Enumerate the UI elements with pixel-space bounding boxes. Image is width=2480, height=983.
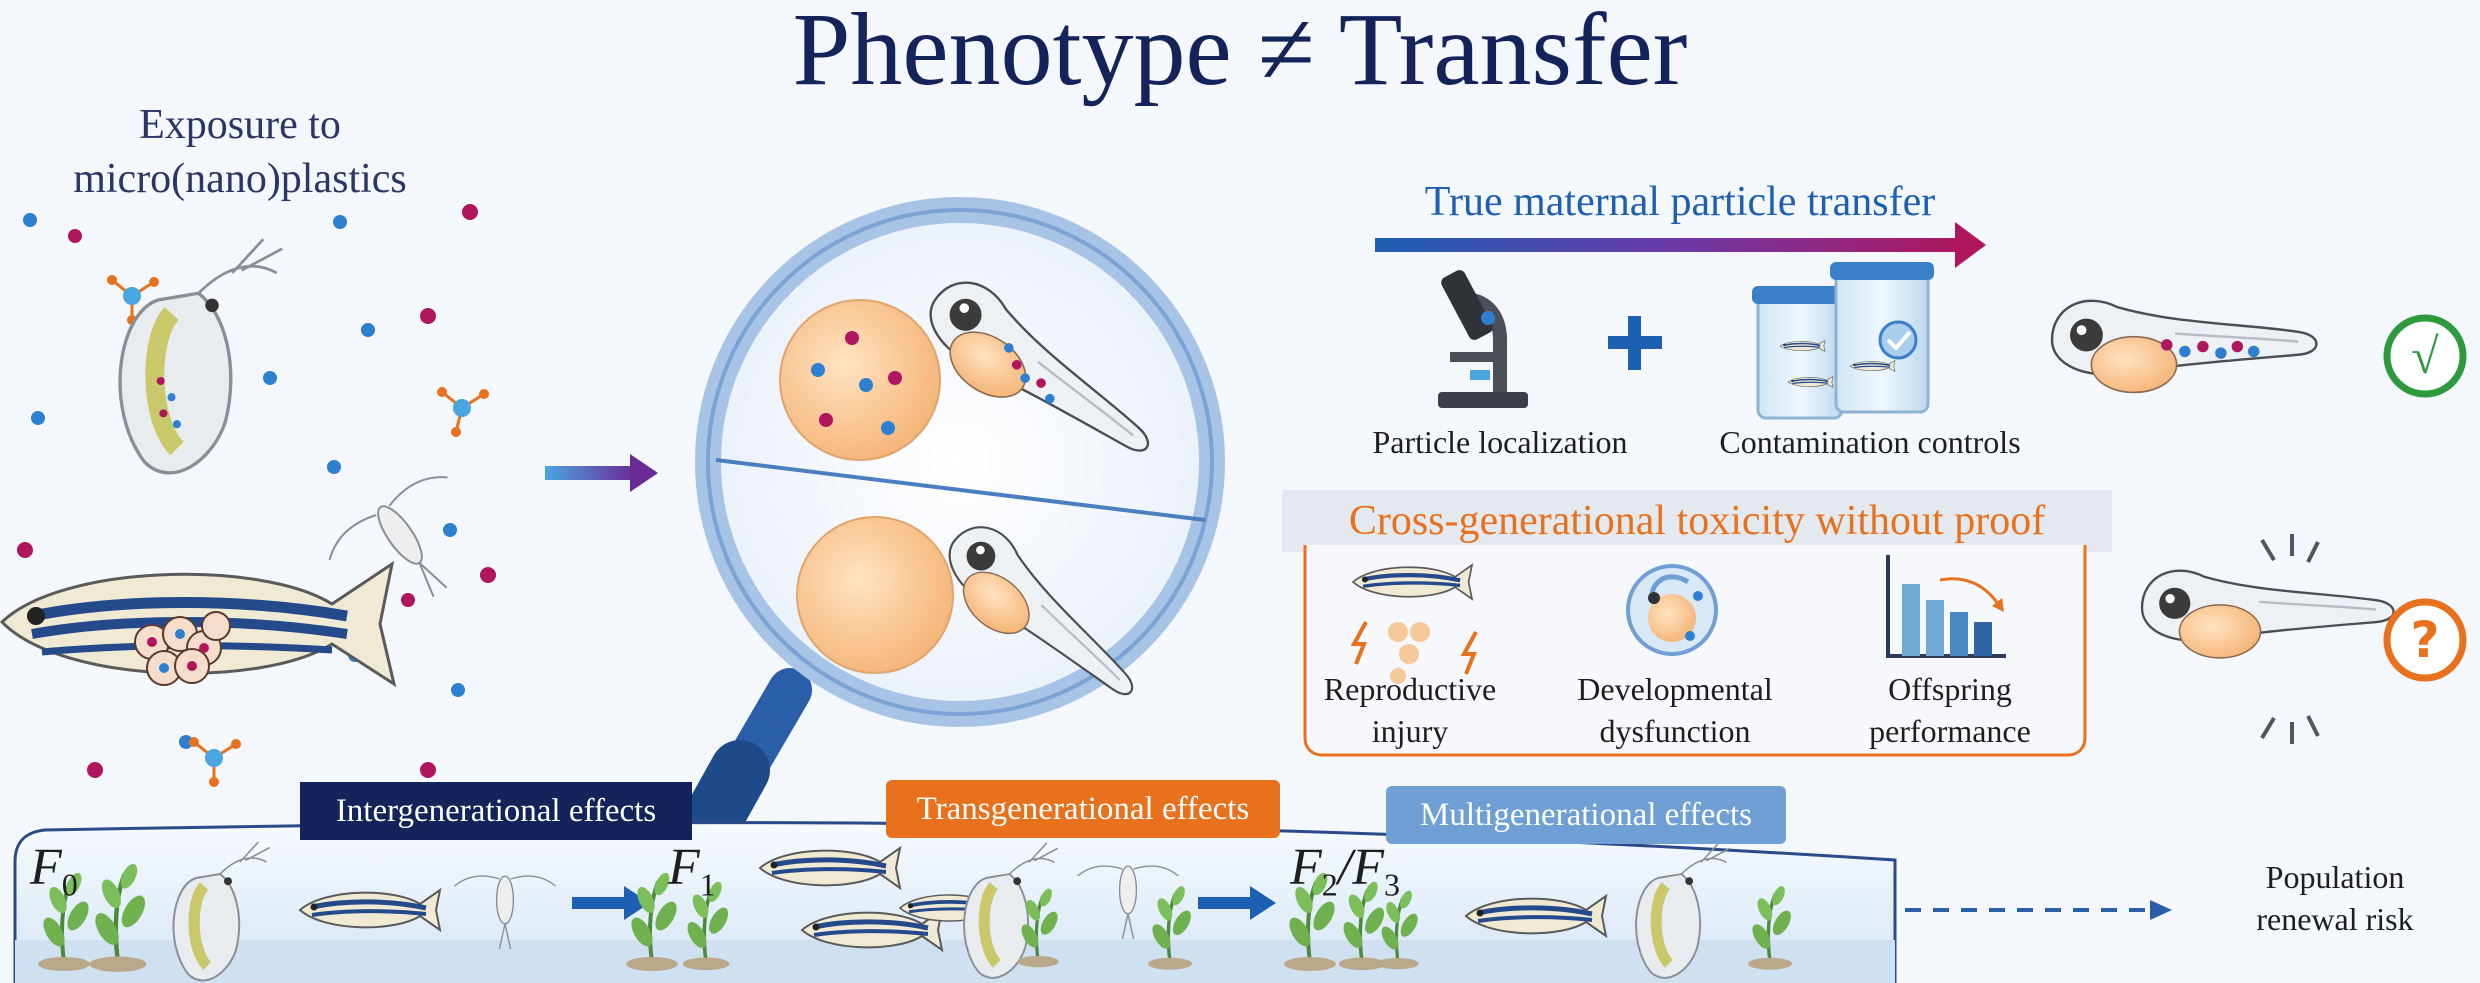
population-renewal-label: Population renewal risk (2210, 856, 2460, 940)
microscope-icon (1438, 270, 1528, 408)
larva-with-particles-icon (905, 267, 1172, 488)
f0-subscript: 0 (61, 866, 78, 903)
developmental-dysfunction-line2: dysfunction (1599, 713, 1751, 749)
offspring-performance-line2: performance (1869, 713, 2031, 749)
generation-f2f3-label: F2/F3 (1290, 838, 1400, 903)
offspring-performance-line1: Offspring (1888, 671, 2012, 707)
particle-localization-label: Particle localization (1372, 424, 1628, 460)
molecule-cluster-icon (107, 275, 489, 787)
offspring-performance-chart-icon (1886, 555, 2006, 658)
developmental-dysfunction-icon (1626, 564, 1718, 656)
daphnia-icon (120, 239, 282, 473)
reproductive-injury-icon (1350, 565, 1478, 684)
question-glyph: ? (2410, 611, 2440, 669)
f0-letter: F (30, 839, 62, 896)
particles-scattered (17, 204, 496, 778)
f3-subscript: 3 (1383, 866, 1400, 903)
plus-icon (1608, 316, 1662, 370)
population-dashed-arrow (1905, 900, 2172, 920)
generation-arrow-2 (1198, 886, 1276, 920)
larva-transfer-result-icon (2050, 299, 2318, 394)
generation-slash: / (1337, 839, 1353, 896)
egg-with-particles-icon (779, 299, 941, 461)
exposure-label: Exposure to micro(nano)plastics (30, 98, 450, 206)
page-title: Phenotype ≠ Transfer (792, 0, 1688, 107)
multigenerational-effects-label: Multigenerational effects (1386, 786, 1786, 844)
cross-gen-heading: Cross-generational toxicity without proo… (1348, 498, 2046, 544)
reproductive-injury-label: Reproductive injury (1300, 668, 1520, 752)
generation-f0-label: F0 (30, 838, 78, 903)
egg-without-particles-icon (796, 516, 954, 674)
f1-letter: F (668, 839, 700, 896)
unconfirmed-question-badge (2383, 598, 2467, 682)
population-renewal-line1: Population (2265, 859, 2405, 895)
f1-subscript: 1 (699, 866, 716, 903)
alarm-rays-icon (2260, 534, 2320, 744)
f2-subscript: 2 (1321, 866, 1338, 903)
generation-f1-label: F1 (668, 838, 716, 903)
check-glyph: √ (2411, 328, 2439, 384)
confirmed-check-badge (2383, 314, 2467, 398)
true-transfer-arrow (1375, 222, 1986, 268)
offspring-performance-label: Offspring performance (1840, 668, 2060, 752)
population-renewal-line2: renewal risk (2256, 901, 2414, 937)
larva-uncertain-icon (2140, 569, 2395, 660)
intergenerational-effects-label: Intergenerational effects (300, 782, 692, 840)
f3-letter: F (1352, 839, 1384, 896)
developmental-dysfunction-label: Developmental dysfunction (1560, 668, 1790, 752)
contamination-controls-label: Contamination controls (1719, 424, 2021, 460)
exposure-label-line1: Exposure to (139, 102, 341, 148)
exposure-arrow (545, 454, 658, 492)
developmental-dysfunction-line1: Developmental (1577, 671, 1773, 707)
reproductive-injury-line2: injury (1371, 713, 1449, 749)
transgenerational-effects-label: Transgenerational effects (886, 780, 1280, 838)
reproductive-injury-line1: Reproductive (1323, 671, 1497, 707)
contamination-jars-icon (1752, 262, 1934, 420)
generation-arrow-1 (572, 886, 650, 920)
f2-letter: F (1290, 839, 1322, 896)
true-transfer-heading: True maternal particle transfer (1424, 179, 1936, 225)
zebrafish-with-eggs-icon (2, 564, 394, 685)
exposure-label-line2: micro(nano)plastics (73, 156, 407, 202)
